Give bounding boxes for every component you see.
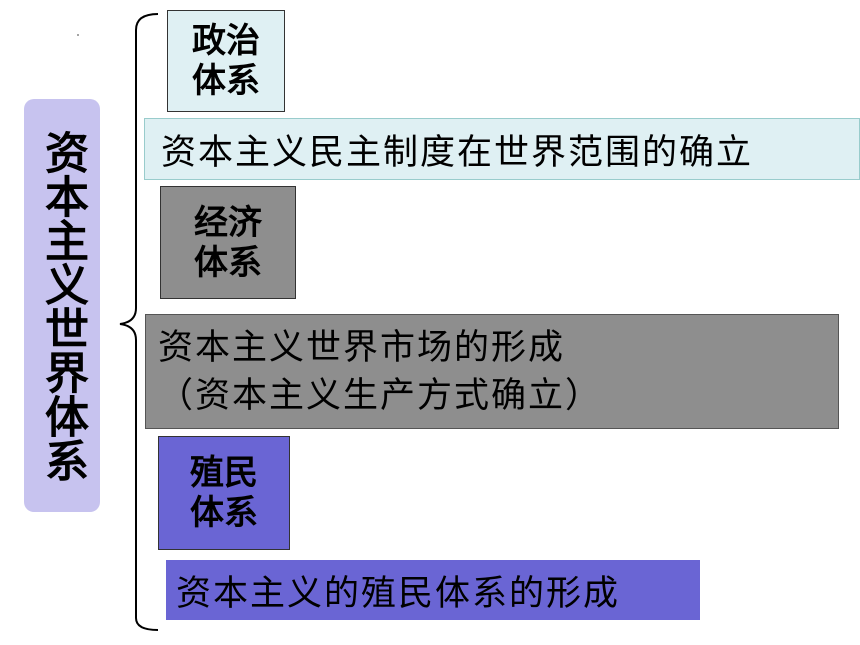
- colonial-system-box: 殖民体系: [158, 436, 290, 550]
- economic-description: 资本主义世界市场的形成: [158, 327, 566, 368]
- political-system-box: 政治体系: [167, 10, 285, 112]
- economic-system-box: 经济体系: [160, 186, 296, 299]
- economic-system-label: 经济体系: [193, 202, 262, 283]
- economic-description-line2: （资本主义生产方式确立）: [158, 375, 603, 416]
- colonial-description: 资本主义的殖民体系的形成: [176, 573, 621, 614]
- colonial-system-label: 殖民体系: [189, 453, 258, 533]
- political-system-label: 政治体系: [191, 21, 260, 101]
- colonial-description-box: 资本主义的殖民体系的形成: [166, 560, 700, 620]
- economic-description-box: 资本主义世界市场的形成 （资本主义生产方式确立）: [145, 314, 839, 429]
- stray-dot: [77, 34, 79, 36]
- root-node: 资本主义世界体系: [24, 99, 100, 512]
- curly-brace: [119, 13, 159, 631]
- political-description: 资本主义民主制度在世界范围的确立: [161, 132, 754, 173]
- political-description-box: 资本主义民主制度在世界范围的确立: [144, 118, 860, 180]
- root-label: 资本主义世界体系: [37, 129, 88, 482]
